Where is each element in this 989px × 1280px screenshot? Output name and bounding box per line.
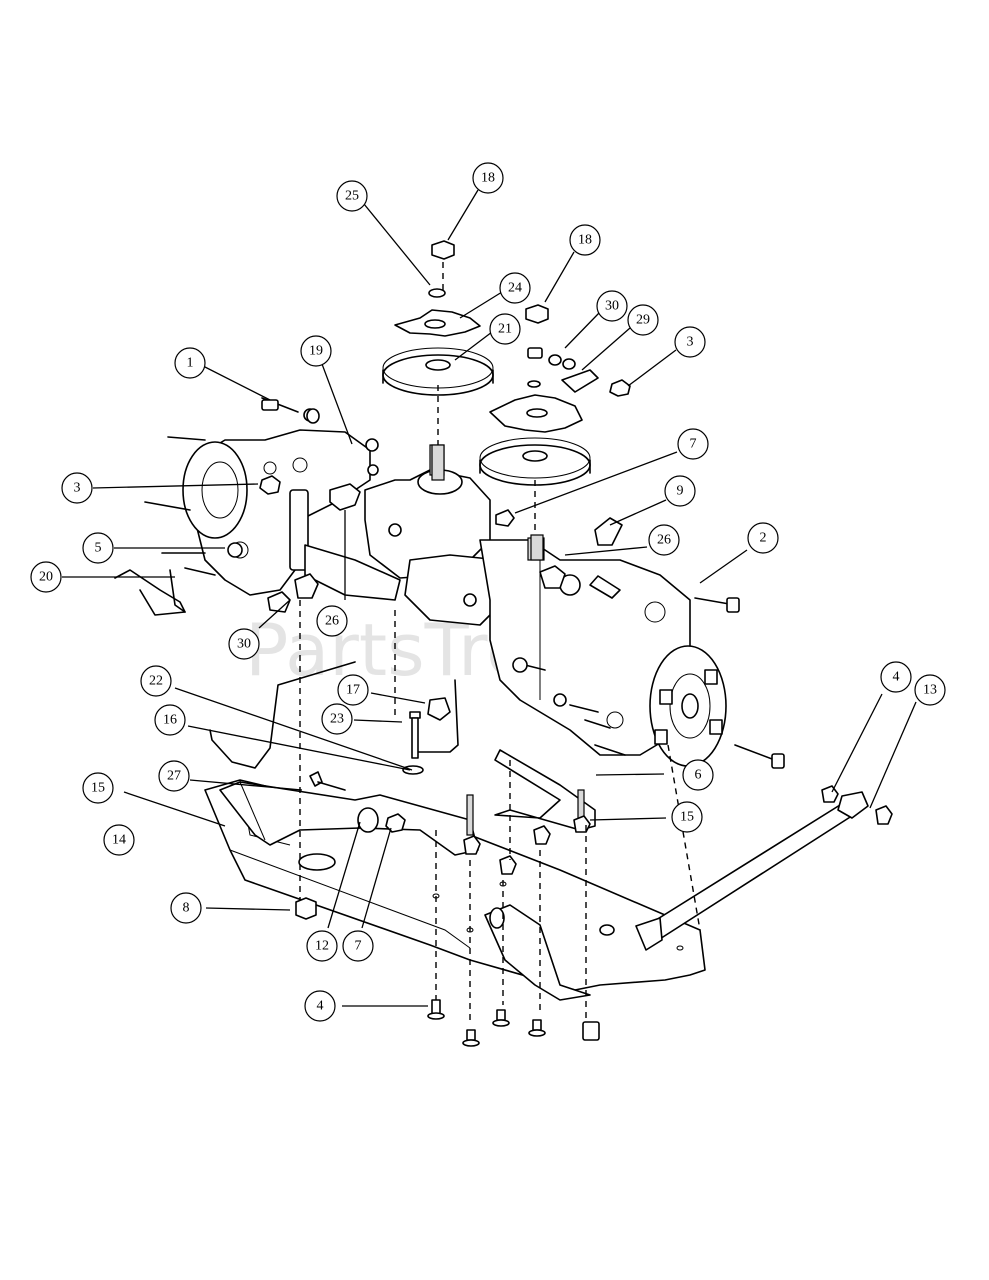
callout-bubble: 4 — [880, 661, 912, 693]
callout-label: 21 — [498, 322, 512, 337]
callout-label: 4 — [893, 670, 900, 685]
callout-label: 18 — [578, 233, 592, 248]
callout-label: 18 — [481, 171, 495, 186]
wheel-hub — [649, 645, 785, 769]
callout-label: 3 — [687, 335, 694, 350]
callout-bubble: 9 — [664, 475, 696, 507]
callout-label: 13 — [923, 683, 937, 698]
callout-bubble: 21 — [489, 313, 521, 345]
callout-bubble: 7 — [342, 930, 374, 962]
callout-bubble: 1 — [174, 347, 206, 379]
input-shafts — [431, 444, 544, 561]
callout-label: 30 — [237, 637, 251, 652]
callout-bubble: 15 — [671, 801, 703, 833]
callout-bubble: 8 — [170, 892, 202, 924]
callout-label: 2 — [760, 531, 767, 546]
stabilizer-bar — [635, 791, 869, 951]
callout-bubble: 27 — [158, 760, 190, 792]
callout-label: 22 — [149, 674, 163, 689]
callout-label: 7 — [355, 939, 362, 954]
callout-label: 27 — [167, 769, 181, 784]
callout-label: 5 — [95, 541, 102, 556]
callout-bubble: 2 — [747, 522, 779, 554]
callout-label: 17 — [346, 683, 360, 698]
bracket-left — [219, 781, 479, 856]
callout-label: 26 — [657, 533, 671, 548]
callout-label: 8 — [183, 901, 190, 916]
callout-bubble: 30 — [596, 290, 628, 322]
callout-label: 12 — [315, 939, 329, 954]
mounting-plate — [204, 779, 706, 1001]
callout-bubble: 18 — [569, 224, 601, 256]
callout-bubble: 25 — [336, 180, 368, 212]
callout-bubble: 4 — [304, 990, 336, 1022]
callout-bubble: 13 — [914, 674, 946, 706]
callout-label: 16 — [163, 713, 177, 728]
callout-label: 6 — [695, 768, 702, 783]
callout-label: 26 — [325, 614, 339, 629]
pulley-lower — [479, 437, 591, 486]
callout-bubble: 3 — [674, 326, 706, 358]
callout-bubble: 26 — [648, 524, 680, 556]
callout-bubble: 24 — [499, 272, 531, 304]
callout-label: 14 — [112, 833, 126, 848]
callout-label: 1 — [187, 356, 194, 371]
callout-label: 9 — [677, 484, 684, 499]
callout-bubble: 29 — [627, 304, 659, 336]
fan-lower — [489, 394, 583, 433]
callout-bubble: 7 — [677, 428, 709, 460]
assembly-lines — [299, 262, 701, 1025]
callout-bubble: 26 — [316, 605, 348, 637]
callout-bubble: 3 — [61, 472, 93, 504]
callout-bubble: 15 — [82, 772, 114, 804]
callout-label: 7 — [690, 437, 697, 452]
hardware — [227, 240, 893, 1047]
callout-label: 3 — [74, 481, 81, 496]
callout-bubble: 20 — [30, 561, 62, 593]
callout-label: 24 — [508, 281, 522, 296]
right-transaxle — [479, 537, 740, 756]
callout-label: 30 — [605, 299, 619, 314]
callout-label: 15 — [680, 810, 694, 825]
callout-label: 4 — [317, 999, 324, 1014]
callout-bubble: 22 — [140, 665, 172, 697]
callout-label: 20 — [39, 570, 53, 585]
callout-bubble: 12 — [306, 930, 338, 962]
callout-label: 23 — [330, 712, 344, 727]
callout-bubble: 23 — [321, 703, 353, 735]
callout-bubble: 18 — [472, 162, 504, 194]
callout-label: 29 — [636, 313, 650, 328]
bracket-right — [494, 749, 596, 831]
callout-bubble: 6 — [682, 759, 714, 791]
callout-bubble: 17 — [337, 674, 369, 706]
callout-bubble: 5 — [82, 532, 114, 564]
callout-bubble: 14 — [103, 824, 135, 856]
callout-label: 19 — [309, 344, 323, 359]
center-gearbox — [304, 444, 506, 626]
callout-label: 25 — [345, 189, 359, 204]
fan-upper — [394, 309, 481, 337]
linkage-rods — [114, 569, 459, 769]
leader-lines — [62, 189, 917, 1007]
callout-bubble: 30 — [228, 628, 260, 660]
callout-bubble: 16 — [154, 704, 186, 736]
callout-label: 15 — [91, 781, 105, 796]
callout-bubble: 19 — [300, 335, 332, 367]
